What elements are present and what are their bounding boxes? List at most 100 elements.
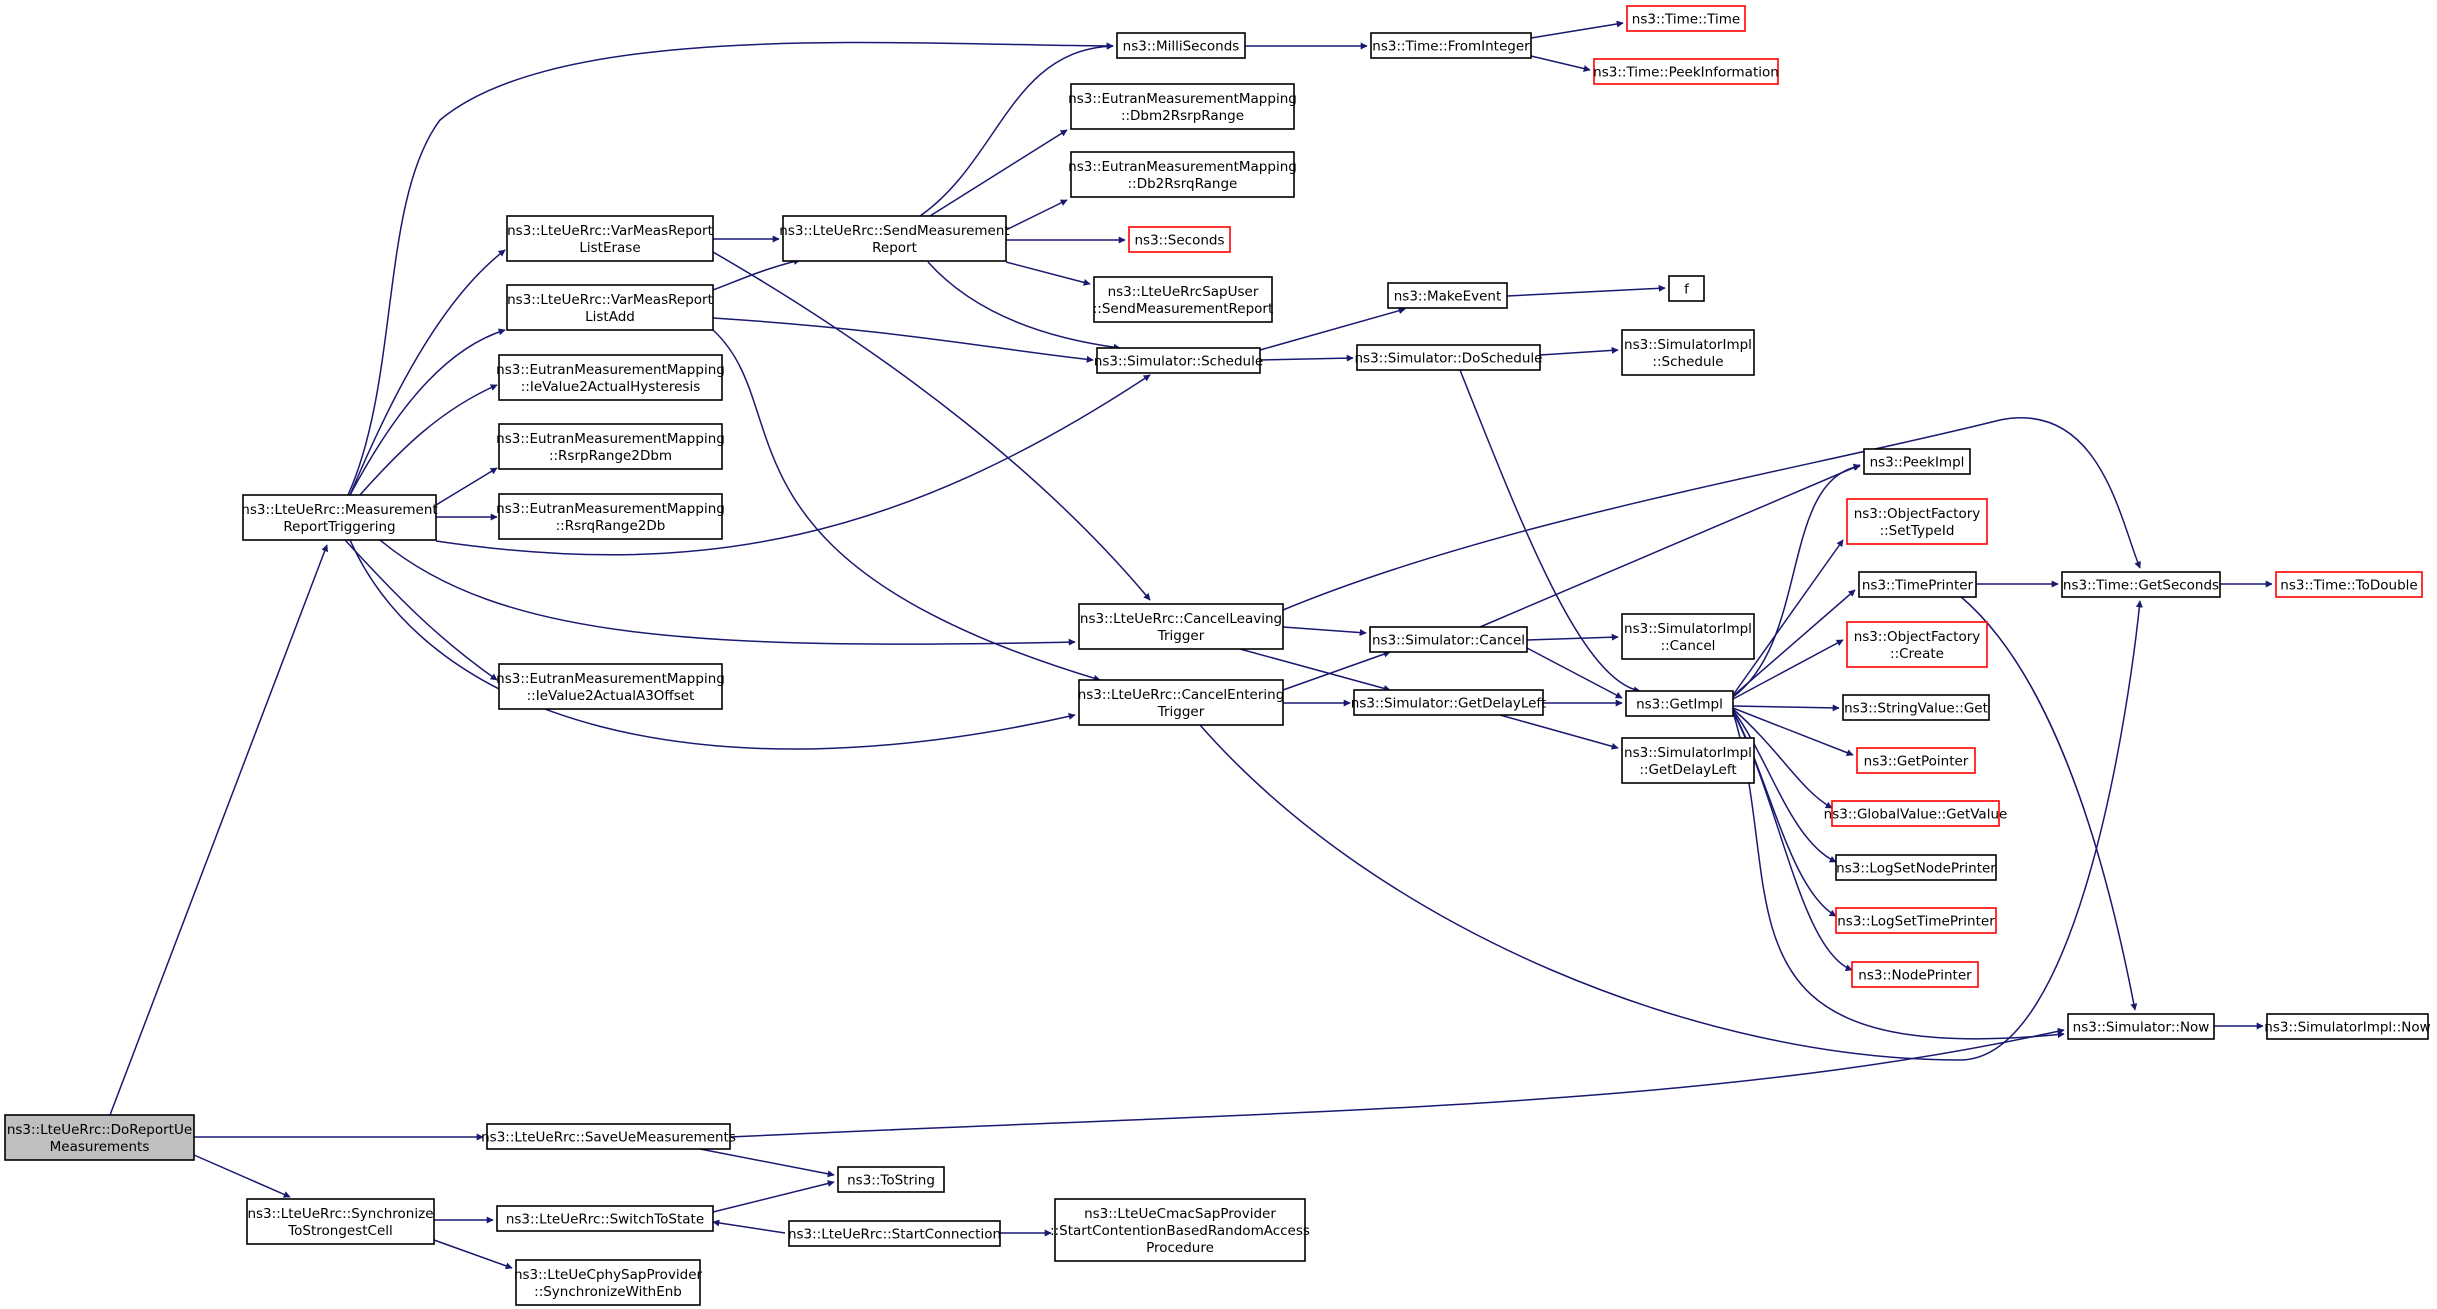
node-todouble[interactable]: ns3::Time::ToDouble	[2275, 571, 2423, 598]
node-box	[246, 1198, 435, 1245]
node-peekinfo[interactable]: ns3::Time::PeekInformation	[1593, 58, 1779, 85]
node-box	[1625, 690, 1734, 717]
node-box	[1846, 498, 1988, 545]
call-edges	[109, 20, 2273, 1270]
node-switchstate[interactable]: ns3::LteUeRrc::SwitchToState	[496, 1205, 714, 1232]
edge-sendmr-to-dbm2rsrp	[929, 129, 1068, 217]
node-settypeid[interactable]: ns3::ObjectFactory::SetTypeId	[1846, 498, 1988, 545]
node-box	[498, 423, 723, 470]
node-lognode[interactable]: ns3::LogSetNodePrinter	[1835, 854, 1997, 881]
node-box	[4, 1114, 195, 1161]
node-label: ns3::LteUeRrc::SaveUeMeasurements	[481, 1130, 736, 1146]
node-getpointer[interactable]: ns3::GetPointer	[1856, 747, 1976, 774]
node-box	[1621, 613, 1755, 660]
node-milli[interactable]: ns3::MilliSeconds	[1116, 32, 1246, 59]
node-label: Procedure	[1146, 1240, 1214, 1256]
node-label: ns3::ObjectFactory	[1854, 629, 1981, 645]
node-label: ns3::Simulator::GetDelayLeft	[1351, 696, 1546, 712]
node-fromint[interactable]: ns3::Time::FromInteger	[1370, 32, 1532, 59]
node-label: ListErase	[579, 240, 640, 256]
node-label: ns3::NodePrinter	[1858, 968, 1972, 984]
edge-getdelay-to-impldelay	[1499, 714, 1619, 750]
node-strget[interactable]: ns3::StringValue::Get	[1842, 694, 1990, 721]
node-rsrp2dbm[interactable]: ns3::EutranMeasurementMapping::RsrpRange…	[496, 423, 725, 470]
node-seconds[interactable]: ns3::Seconds	[1128, 226, 1231, 253]
node-label: Trigger	[1157, 704, 1205, 720]
node-label: ns3::SimulatorImpl	[1624, 337, 1752, 353]
node-label: ns3::EutranMeasurementMapping	[1068, 91, 1297, 107]
node-label: f	[1684, 282, 1690, 298]
node-label: ns3::SimulatorImpl::Now	[2264, 1020, 2430, 1036]
node-getimpl[interactable]: ns3::GetImpl	[1625, 690, 1734, 717]
node-doschedule[interactable]: ns3::Simulator::DoSchedule	[1355, 344, 1543, 371]
node-label: ns3::LteUeRrcSapUser	[1108, 284, 1259, 300]
node-label: ns3::Simulator::Now	[2073, 1020, 2210, 1036]
edge-cancelleave-to-getdelay	[1239, 648, 1391, 692]
node-globalget[interactable]: ns3::GlobalValue::GetValue	[1824, 800, 2008, 827]
edge-getimpl-to-globalget	[1732, 708, 1833, 809]
node-f[interactable]: f	[1668, 275, 1705, 302]
edge-switchstate-to-tostring	[712, 1180, 835, 1213]
node-label: ns3::LteUeRrc::VarMeasReport	[507, 292, 713, 308]
node-simcancel[interactable]: ns3::Simulator::Cancel	[1369, 626, 1528, 653]
node-startconn[interactable]: ns3::LteUeRrc::StartConnection	[788, 1220, 1001, 1247]
node-create[interactable]: ns3::ObjectFactory::Create	[1846, 621, 1988, 668]
node-getseconds[interactable]: ns3::Time::GetSeconds	[2061, 571, 2221, 598]
node-simnow[interactable]: ns3::Simulator::Now	[2067, 1013, 2215, 1040]
edge-mrt-to-rsrp2dbm	[435, 467, 498, 506]
node-impldelay[interactable]: ns3::SimulatorImpl::GetDelayLeft	[1621, 737, 1755, 784]
node-db2rsrq[interactable]: ns3::EutranMeasurementMapping::Db2RsrqRa…	[1068, 151, 1297, 198]
node-cphysap[interactable]: ns3::LteUeCphySapProvider::SynchronizeWi…	[514, 1259, 703, 1306]
node-box	[498, 663, 723, 710]
node-label: ::SetTypeId	[1880, 523, 1955, 539]
node-implcancel[interactable]: ns3::SimulatorImpl::Cancel	[1621, 613, 1755, 660]
node-sendmr[interactable]: ns3::LteUeRrc::SendMeasurementReport	[779, 215, 1010, 262]
node-box	[1369, 626, 1528, 653]
node-label: ns3::Simulator::Cancel	[1372, 633, 1525, 649]
edge-makeevent-to-f	[1506, 284, 1666, 297]
node-dbm2rsrp[interactable]: ns3::EutranMeasurementMapping::Dbm2RsrpR…	[1068, 83, 1297, 130]
node-schedule[interactable]: ns3::Simulator::Schedule	[1094, 347, 1263, 374]
node-label: ns3::LteUeRrc::StartConnection	[788, 1227, 1001, 1243]
node-tostring[interactable]: ns3::ToString	[837, 1166, 945, 1193]
node-implsched[interactable]: ns3::SimulatorImpl::Schedule	[1621, 329, 1755, 376]
node-label: ns3::LogSetNodePrinter	[1836, 861, 1996, 877]
node-label: ns3::Time::PeekInformation	[1593, 65, 1779, 81]
node-getdelay[interactable]: ns3::Simulator::GetDelayLeft	[1351, 689, 1546, 716]
node-makeevent[interactable]: ns3::MakeEvent	[1387, 282, 1508, 309]
node-hyst[interactable]: ns3::EutranMeasurementMapping::IeValue2A…	[496, 354, 725, 401]
node-implnow[interactable]: ns3::SimulatorImpl::Now	[2264, 1013, 2431, 1040]
node-timetime[interactable]: ns3::Time::Time	[1626, 5, 1746, 32]
node-label: ::SynchronizeWithEnb	[534, 1284, 682, 1300]
node-peekimpl[interactable]: ns3::PeekImpl	[1863, 448, 1971, 475]
edge-mrt-to-schedule	[435, 374, 1151, 556]
node-label: ns3::EutranMeasurementMapping	[496, 501, 725, 517]
node-label: Measurements	[50, 1139, 150, 1155]
node-save[interactable]: ns3::LteUeRrc::SaveUeMeasurements	[481, 1123, 736, 1150]
node-label: ::SendMeasurementReport	[1093, 301, 1274, 317]
node-cmacsap[interactable]: ns3::LteUeCmacSapProvider::StartContenti…	[1050, 1198, 1310, 1262]
node-mrt[interactable]: ns3::LteUeRrc::MeasurementReportTriggeri…	[241, 494, 438, 541]
node-box	[1353, 689, 1544, 716]
node-label: ns3::LteUeCphySapProvider	[514, 1267, 703, 1283]
edge-mrt-to-cancelenter	[349, 539, 1076, 750]
node-box	[1116, 32, 1246, 59]
node-rsrq2db[interactable]: ns3::EutranMeasurementMapping::RsrqRange…	[496, 493, 725, 540]
node-a3offset[interactable]: ns3::EutranMeasurementMapping::IeValue2A…	[496, 663, 725, 710]
node-timeprinter[interactable]: ns3::TimePrinter	[1858, 571, 1977, 598]
node-sync[interactable]: ns3::LteUeRrc::SynchronizeToStrongestCel…	[246, 1198, 435, 1245]
node-box	[1621, 329, 1755, 376]
node-box	[1078, 679, 1284, 726]
node-sapuser[interactable]: ns3::LteUeRrcSapUser::SendMeasurementRep…	[1093, 276, 1274, 323]
node-logtime[interactable]: ns3::LogSetTimePrinter	[1835, 907, 1997, 934]
node-nodeprinter[interactable]: ns3::NodePrinter	[1851, 961, 1979, 988]
node-box	[2061, 571, 2221, 598]
edge-varadd-to-cancelenter	[712, 329, 1101, 682]
node-label: ::RsrqRange2Db	[556, 518, 666, 534]
